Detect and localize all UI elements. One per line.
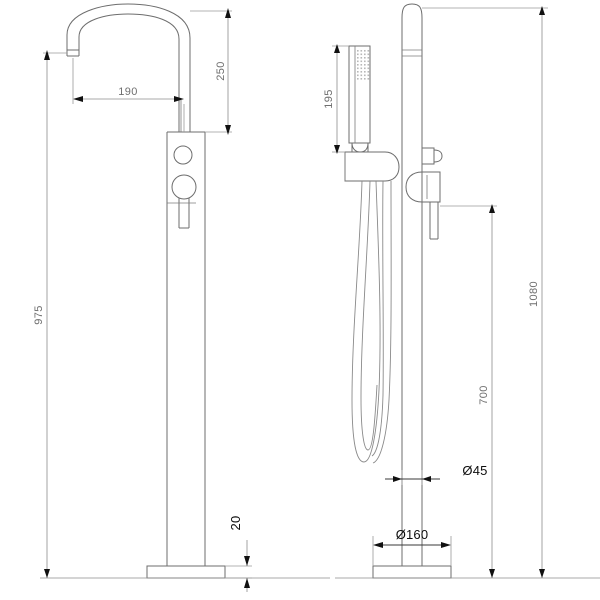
dimension-label-190: 190 <box>118 86 138 98</box>
base-plate-left <box>146 565 226 579</box>
diverter-button <box>173 145 193 165</box>
mixer-handle-left <box>167 174 197 229</box>
dimension-overall-height-right: 1080 <box>422 6 548 578</box>
dimension-overall-height-left: 975 <box>33 50 67 578</box>
dimension-spout-reach: 190 <box>72 58 185 132</box>
left-dimensions-group: 250 190 975 <box>33 8 252 592</box>
mixer-handle-right <box>405 171 441 240</box>
dimension-label-d160: Ø160 <box>396 527 429 542</box>
dimension-column-diameter: Ø45 <box>385 463 487 485</box>
dimension-label-250: 250 <box>215 61 227 81</box>
flexible-hose <box>351 180 392 464</box>
dimension-handle-height: 700 <box>440 204 497 578</box>
dimension-spout-height: 250 <box>190 8 232 135</box>
right-view-group <box>335 3 600 579</box>
left-view-group <box>40 3 330 579</box>
column-tube-right <box>401 3 423 566</box>
dimension-label-20: 20 <box>228 516 243 531</box>
dimension-label-1080: 1080 <box>528 281 540 307</box>
dimension-label-d45: Ø45 <box>462 463 487 478</box>
dimension-label-700: 700 <box>478 385 490 405</box>
handshower-face <box>357 50 370 80</box>
gooseneck-spout <box>66 3 191 132</box>
right-dimensions-group: 195 1080 700 <box>323 6 548 578</box>
dimension-handshower-length: 195 <box>323 44 349 154</box>
handshower <box>348 45 371 153</box>
dimension-base-thickness: 20 <box>225 516 252 592</box>
dimension-base-diameter: Ø160 <box>372 527 452 566</box>
column-tube-left <box>166 131 206 566</box>
column-collar <box>402 49 422 57</box>
base-plate-right <box>372 565 452 579</box>
dimension-label-195: 195 <box>323 89 335 109</box>
outlet-spout <box>422 147 443 165</box>
handshower-cradle <box>344 143 400 182</box>
dimension-label-975: 975 <box>33 305 45 325</box>
